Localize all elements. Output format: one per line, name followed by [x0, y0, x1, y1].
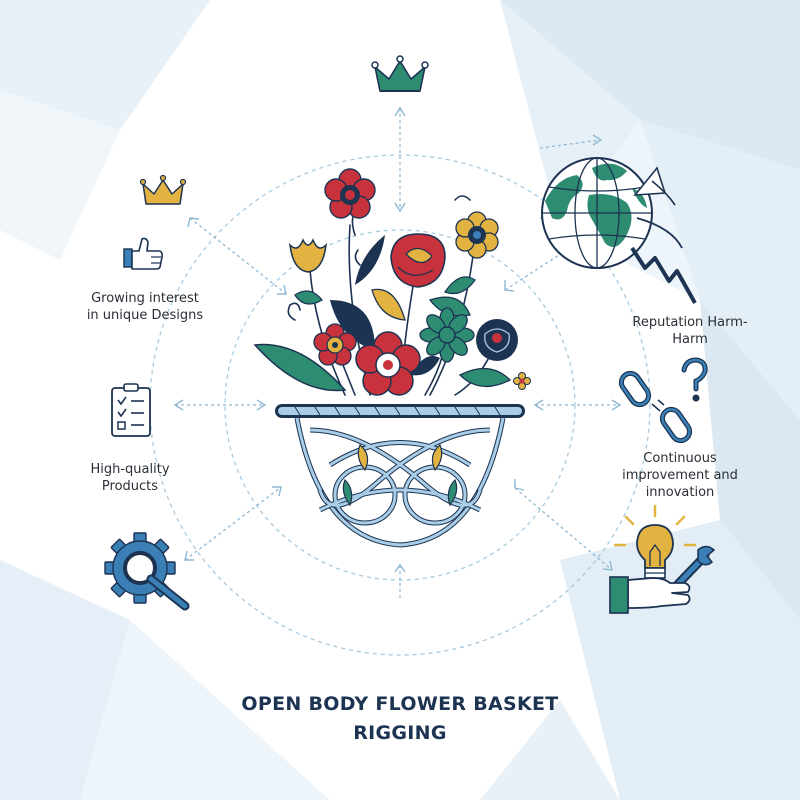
title-line-2: RIGGING [353, 722, 447, 744]
label-line: in unique Designs [86, 308, 204, 323]
label-continuous-improvement: Continuous improvement and innovation [585, 450, 775, 501]
label-line: Harm [672, 332, 708, 347]
checklist-icon [111, 383, 151, 437]
label-line: High-quality [90, 462, 170, 477]
gear-magnifier-icon [104, 532, 190, 611]
lightbulb-wrench-hand-icon [609, 504, 716, 614]
globe-decline-icon [541, 157, 697, 304]
crown-icon [139, 174, 187, 205]
label-line: Growing interest [91, 291, 199, 306]
label-line: innovation [645, 485, 715, 500]
thumbs-up-icon [123, 237, 164, 270]
label-line: Continuous [643, 451, 717, 466]
label-line: improvement and [622, 468, 738, 483]
label-reputation-harm: Reputation Harm- Harm [600, 314, 780, 348]
label-growing-interest: Growing interest in unique Designs [55, 290, 235, 324]
label-line: Reputation Harm- [632, 315, 748, 330]
broken-chain-question-icon [618, 357, 708, 444]
label-line: Products [101, 479, 159, 494]
flower-basket-icon [253, 168, 531, 548]
title-line-1: OPEN BODY FLOWER BASKET [241, 693, 559, 715]
page-title: OPEN BODY FLOWER BASKET RIGGING [0, 690, 800, 748]
label-high-quality-products: High-quality Products [55, 461, 205, 495]
crown-icon [371, 55, 429, 92]
